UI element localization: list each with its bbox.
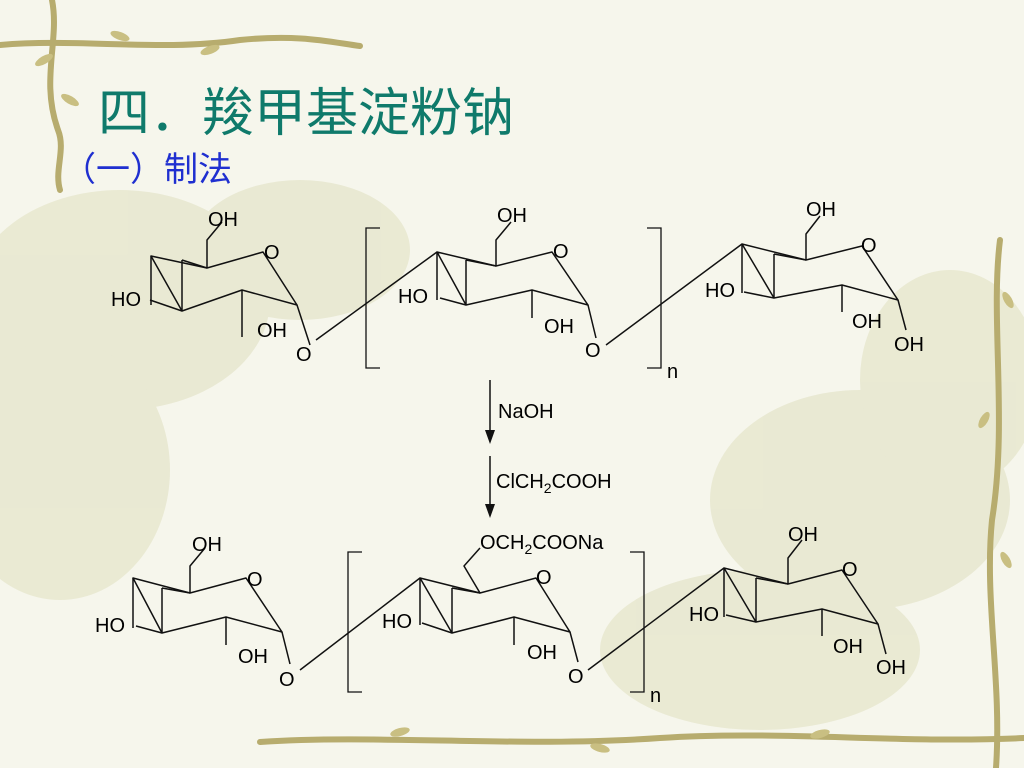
product-middle-c2-hydroxyl: OH [527,642,557,664]
product-bracket-right [630,551,645,693]
product-middle-glycosidic-oxygen: O [568,666,584,688]
carboxymethyl-group: OCH2COONa [480,532,604,557]
middle-unit-c2-hydroxyl: OH [544,316,574,338]
product-bracket-left [347,551,362,693]
reaction-arrows: NaOH ClCH2COOH [485,380,612,518]
product-right-ring-oxygen: O [842,559,858,581]
left-unit-c2-hydroxyl: OH [257,320,287,342]
repeat-bracket-left [365,227,380,369]
repeat-count-n: n [667,361,678,383]
product-right-c6-hydroxyl: OH [788,524,818,546]
vine-leaves [35,30,1014,753]
right-unit-c1-hydroxyl: OH [894,334,924,356]
product-middle-c4-hydroxyl: HO [382,611,412,633]
right-unit-c2-hydroxyl: OH [852,311,882,333]
product-left-c4-hydroxyl: HO [95,615,125,637]
product-left-glycosidic-oxygen: O [279,669,295,691]
product-right-c1-hydroxyl: OH [876,657,906,679]
left-glycosidic-oxygen: O [296,344,312,366]
slide-title: 四．羧甲基淀粉钠 [98,84,515,144]
reagent-naoh: NaOH [498,401,554,423]
right-unit-c6-hydroxyl: OH [806,199,836,221]
middle-unit-c6-hydroxyl: OH [497,205,527,227]
middle-glycosidic-oxygen: O [585,340,601,362]
product-left-c6-hydroxyl: OH [192,534,222,556]
right-unit-ring-oxygen: O [861,235,877,257]
product-structure: OH O HO OH O OCH2COONa O HO OH O n OH O … [95,524,906,707]
section-subtitle: （一）制法 [62,150,232,190]
product-left-ring-oxygen: O [247,569,263,591]
left-unit-ring-oxygen: O [264,242,280,264]
product-left-c2-hydroxyl: OH [238,646,268,668]
middle-unit-ring-oxygen: O [553,241,569,263]
product-middle-ring-oxygen: O [536,567,552,589]
middle-unit-c4-hydroxyl: HO [398,286,428,308]
left-unit-c6-hydroxyl: OH [208,209,238,231]
product-repeat-count-n: n [650,685,661,707]
right-unit-c4-hydroxyl: HO [705,280,735,302]
leaf-watermark [0,180,1024,730]
reagent-chloroacetic-acid: ClCH2COOH [496,471,612,496]
starch-structure: OH O HO OH O OH O HO OH O n OH O HO OH O… [111,199,924,383]
repeat-bracket-right [647,227,662,369]
product-right-c2-hydroxyl: OH [833,636,863,658]
product-right-c4-hydroxyl: HO [689,604,719,626]
left-unit-c4-hydroxyl: HO [111,289,141,311]
